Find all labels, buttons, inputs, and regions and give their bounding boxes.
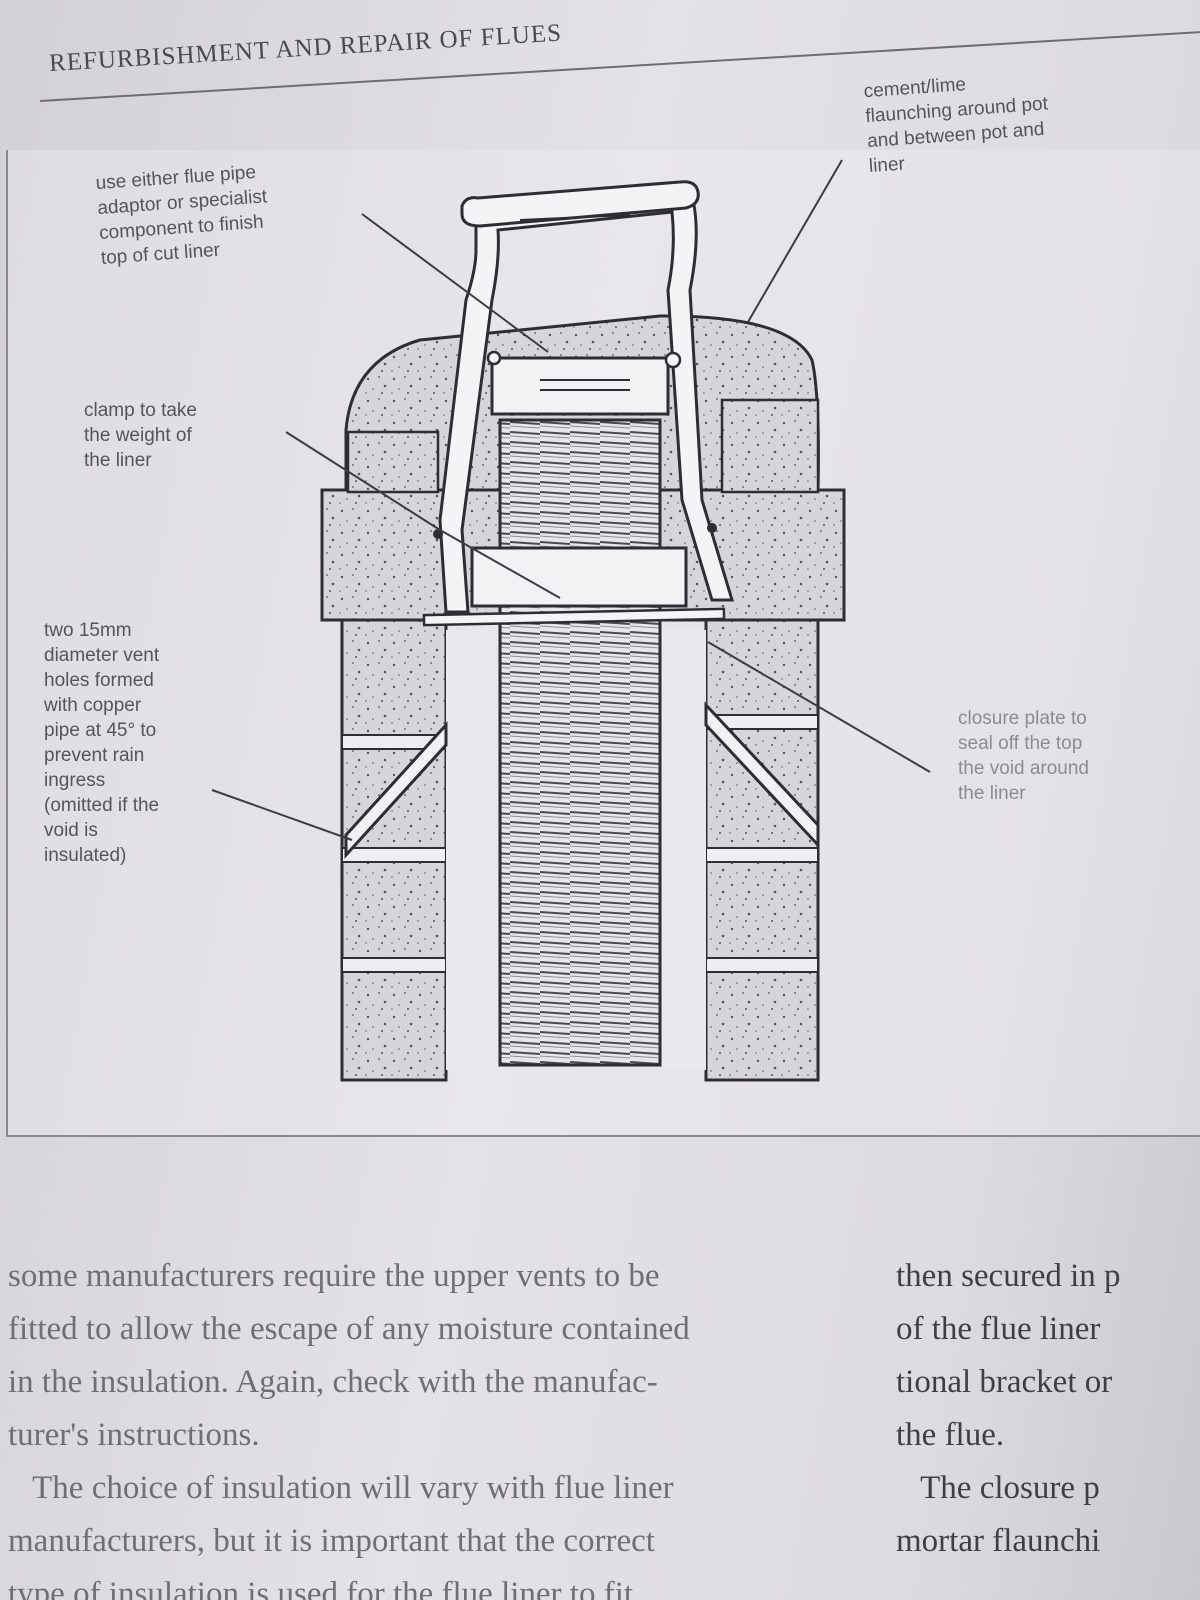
leader-line-closure xyxy=(707,641,931,773)
vent-pipe-right xyxy=(704,701,820,849)
mortar-course xyxy=(705,957,819,973)
flue-liner xyxy=(498,418,662,1067)
chimney-pot xyxy=(438,203,735,614)
clamp-bolt xyxy=(664,351,682,369)
mortar-course xyxy=(341,847,447,863)
clamp-bolt xyxy=(707,523,717,533)
clamp-bolt xyxy=(433,529,443,539)
callout-vent-holes: two 15mm diameter vent holes formed with… xyxy=(44,620,160,866)
void-left xyxy=(446,630,496,1070)
leader-line-clamp-2 xyxy=(439,529,561,599)
adaptor-collar xyxy=(490,356,670,416)
callout-adaptor: use either flue pipe adaptor or speciali… xyxy=(94,161,268,269)
leader-line-flaunching xyxy=(747,159,843,323)
callout-closure-plate: closure plate to seal off the top the vo… xyxy=(958,708,1089,804)
adaptor-base xyxy=(470,546,688,608)
clamp-bolt xyxy=(486,350,502,366)
mortar-course xyxy=(705,847,819,863)
leader-line-adaptor xyxy=(361,213,549,353)
body-text-right-column: then secured in p of the flue liner tion… xyxy=(896,1258,1121,1559)
leader-line-vent xyxy=(211,789,353,841)
mortar-course xyxy=(341,957,447,973)
pot-rim xyxy=(460,180,700,228)
cap-inner-left xyxy=(346,430,440,494)
leader-line-clamp xyxy=(285,431,441,531)
callout-clamp: clamp to take the weight of the liner xyxy=(84,400,197,471)
body-text-left-column: some manufacturers require the upper ven… xyxy=(8,1258,690,1600)
vent-pipe-left xyxy=(344,721,448,859)
closure-plate xyxy=(422,607,726,627)
cap-inner-right xyxy=(720,398,820,494)
void-right xyxy=(662,630,706,1070)
